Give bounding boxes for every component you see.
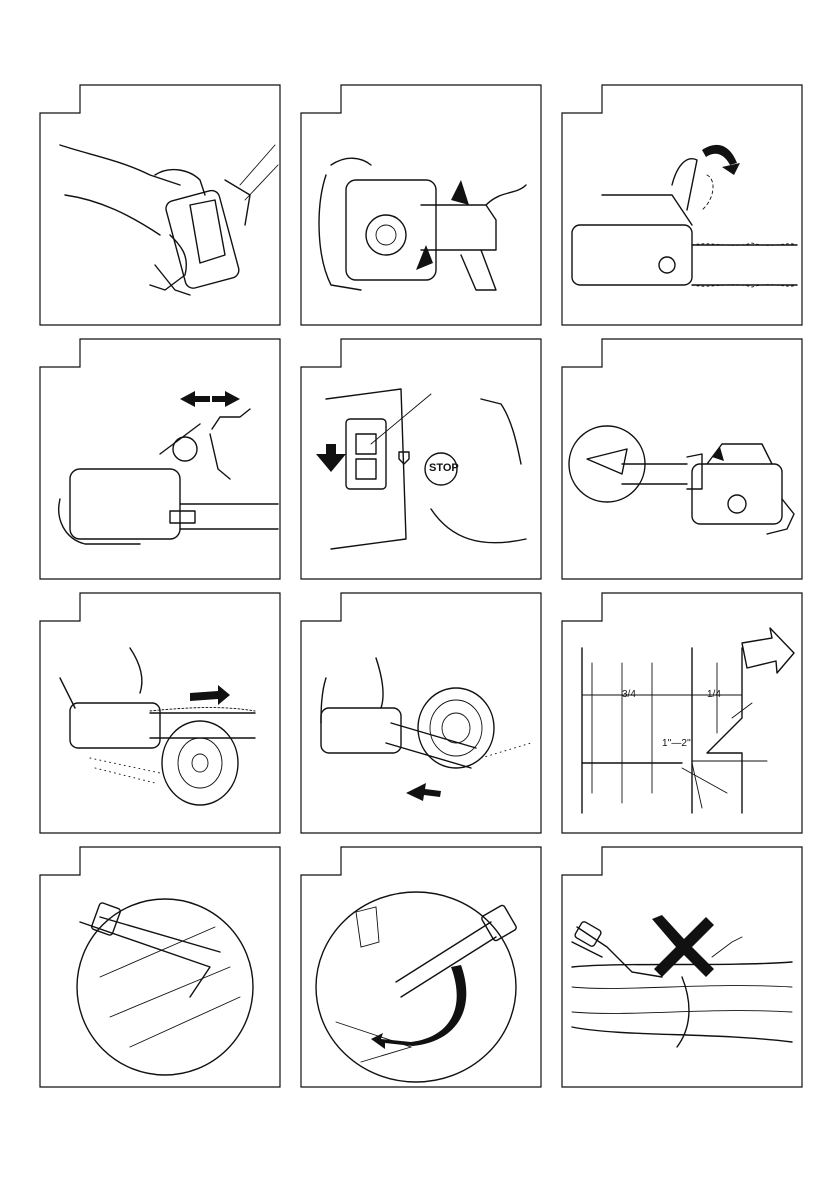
- figure-10-illustration: [40, 847, 280, 1087]
- figure-8-illustration: [301, 593, 541, 833]
- figure-5-stop-switch: STOP: [301, 339, 541, 579]
- figure-6-chain-tension: [562, 339, 802, 579]
- figure-8-cutting-bottom: [301, 593, 541, 833]
- width-one-quarter-label: 1/4: [707, 689, 721, 700]
- hinge-depth-label: 1''—2'': [662, 738, 691, 749]
- figure-10-log-cut-right: [40, 847, 280, 1087]
- stop-label: STOP: [429, 462, 459, 474]
- figure-3-illustration: [562, 85, 802, 325]
- width-three-quarters-label: 3/4: [622, 689, 636, 700]
- figure-4-illustration: [40, 339, 280, 579]
- figure-5-illustration: [301, 339, 541, 579]
- figure-4-chain-brake-lever: [40, 339, 280, 579]
- figure-9-illustration: [562, 593, 802, 833]
- figure-9-felling-notch: 3/4 1/4 1''—2'': [562, 593, 802, 833]
- figure-3-chain-brake: [562, 85, 802, 325]
- figure-2-illustration: [301, 85, 541, 325]
- figure-11-log-cut-left: [301, 847, 541, 1087]
- figure-11-illustration: [301, 847, 541, 1087]
- figure-1-illustration: [40, 85, 280, 325]
- figure-12-incorrect-cut: [562, 847, 802, 1087]
- figure-7-illustration: [40, 593, 280, 833]
- figure-6-illustration: [562, 339, 802, 579]
- figure-2-throttle-lock: [301, 85, 541, 325]
- figure-12-illustration: [562, 847, 802, 1087]
- figure-7-cutting-top: [40, 593, 280, 833]
- figure-1-hands-on-chainsaw: [40, 85, 280, 325]
